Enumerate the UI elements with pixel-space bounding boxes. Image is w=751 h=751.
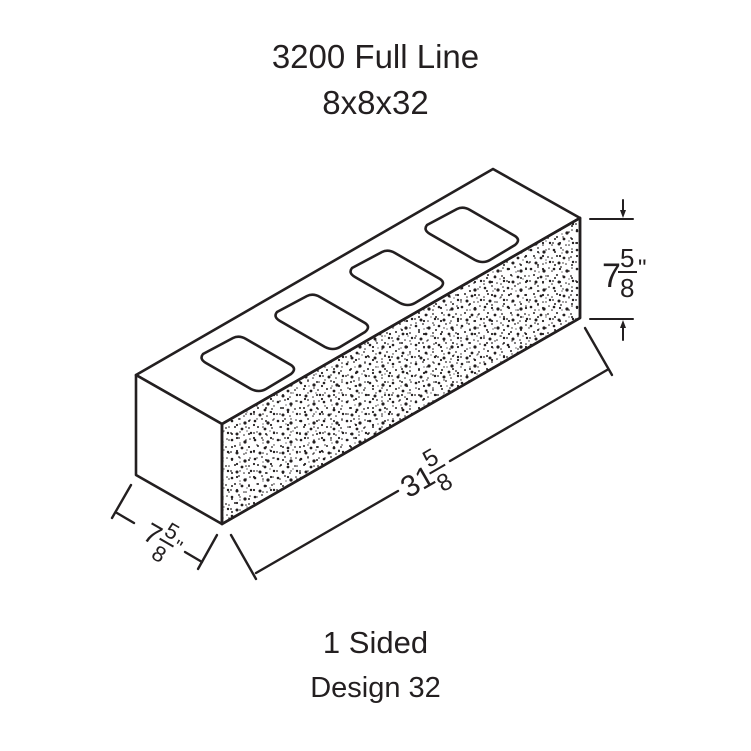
sides-label: 1 Sided [322, 625, 429, 660]
height-whole: 7 [602, 257, 621, 295]
height-label: 7 5 8 " [602, 243, 647, 303]
height-denominator: 8 [620, 273, 634, 303]
length-label: 31 5 8 [395, 443, 457, 504]
product-title: 3200 Full Line [271, 38, 480, 75]
height-unit: " [638, 255, 647, 282]
height-dimension [589, 199, 634, 341]
length-dimension [229, 326, 614, 581]
length-denominator: 8 [432, 468, 457, 498]
core-hole-1 [200, 335, 296, 393]
product-size: 8x8x32 [322, 84, 429, 121]
core-hole-3 [349, 249, 445, 307]
core-hole-2 [274, 293, 370, 351]
height-numerator: 5 [620, 243, 634, 273]
width-label: 7 5 8 " [138, 517, 185, 568]
design-label: Design 32 [310, 672, 441, 704]
width-dimension [110, 483, 219, 571]
core-hole-4 [424, 206, 520, 264]
